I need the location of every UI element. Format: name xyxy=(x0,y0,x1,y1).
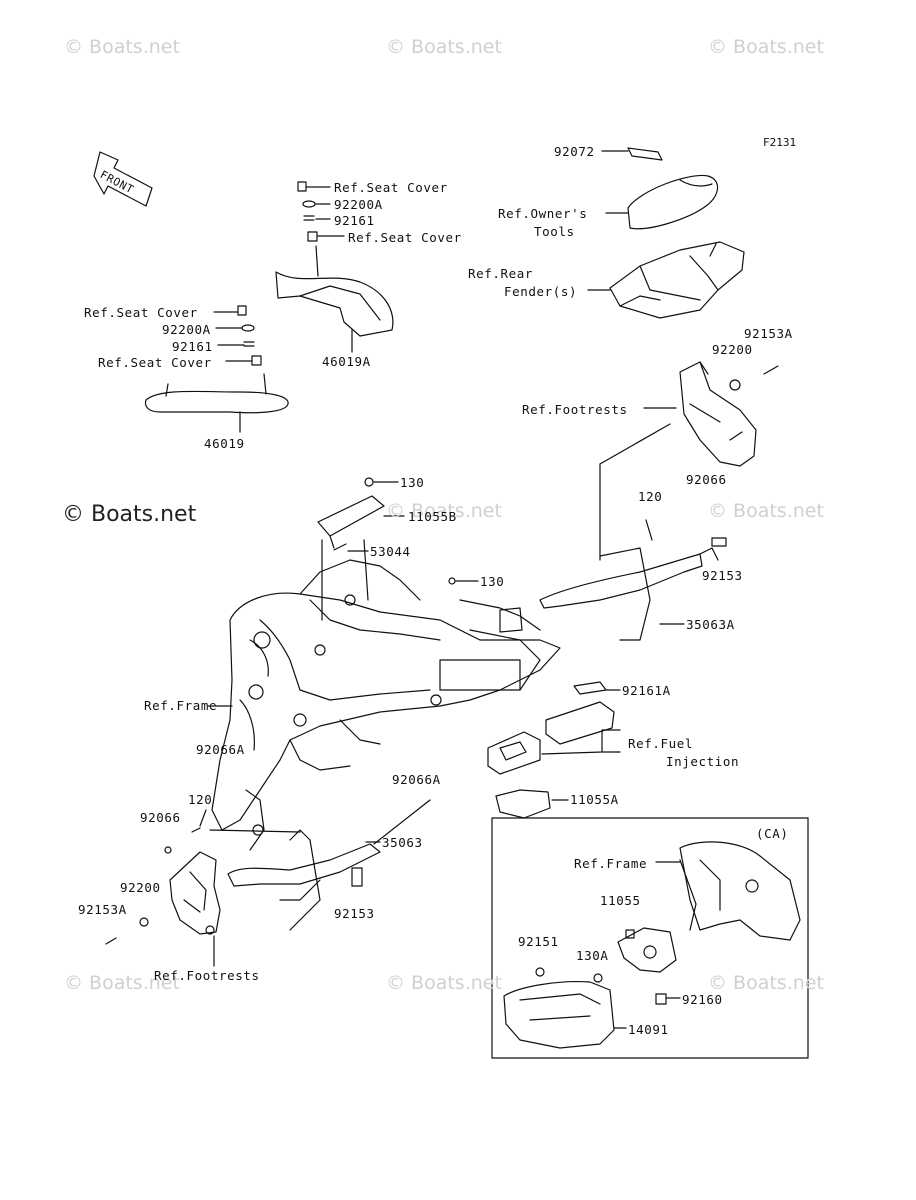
label-92200: 92200 xyxy=(120,880,161,895)
footrest-stay-35063 xyxy=(164,799,431,931)
label-92066A: 92066A xyxy=(392,772,441,787)
label-ref-seat-cover: Ref.Seat Cover xyxy=(98,355,212,370)
label-92066A: 92066A xyxy=(196,742,245,757)
ca-inset-parts xyxy=(503,841,801,1049)
label-ref-fuel-injection: Ref.Fuel xyxy=(628,736,694,751)
label-ca: (CA) xyxy=(756,826,789,841)
label-ref-footrests: Ref.Footrests xyxy=(154,968,260,983)
watermark: © Boats.net xyxy=(708,500,824,522)
label-92161: 92161 xyxy=(334,213,375,228)
label-130A: 130A xyxy=(576,948,609,963)
label-92200: 92200 xyxy=(712,342,753,357)
watermark: © Boats.net xyxy=(708,972,824,994)
label-120: 120 xyxy=(638,489,663,504)
footrest-bracket-left xyxy=(105,851,221,967)
watermark: © Boats.net xyxy=(386,36,502,58)
diagram-code: F2131 xyxy=(763,136,797,149)
label-ref-footrests: Ref.Footrests xyxy=(522,402,628,417)
grab-rail-46019 xyxy=(144,305,289,433)
label-92153A: 92153A xyxy=(78,902,127,917)
label-92072: 92072 xyxy=(554,144,595,159)
label-ref-seat-cover: Ref.Seat Cover xyxy=(84,305,198,320)
label-ref-rear-fender: Fender(s) xyxy=(504,284,578,299)
label-ref-frame: Ref.Frame xyxy=(574,856,648,871)
label-130: 130 xyxy=(400,475,425,490)
footrest-stay-35063A xyxy=(539,519,727,641)
label-46019: 46019 xyxy=(204,436,245,451)
label-14091: 14091 xyxy=(628,1022,669,1037)
label-92160: 92160 xyxy=(682,992,723,1007)
label-ref-owners-tools: Ref.Owner's xyxy=(498,206,588,221)
watermark: © Boats.net xyxy=(708,36,824,58)
rear-fender-part xyxy=(587,241,745,319)
label-92066: 92066 xyxy=(140,810,181,825)
label-92153A: 92153A xyxy=(744,326,793,341)
ca-inset-box xyxy=(491,817,809,1059)
label-ref-seat-cover: Ref.Seat Cover xyxy=(348,230,462,245)
label-35063: 35063 xyxy=(382,835,423,850)
grab-rail-46019A xyxy=(275,181,394,353)
label-11055: 11055 xyxy=(600,893,641,908)
label-ref-rear-fender: Ref.Rear xyxy=(468,266,534,281)
watermark: © Boats.net xyxy=(386,500,502,522)
label-120: 120 xyxy=(188,792,213,807)
label-ref-fuel-injection: Injection xyxy=(666,754,740,769)
watermark-main: © Boats.net xyxy=(62,502,197,527)
bracket-11055B xyxy=(317,477,479,621)
label-92066: 92066 xyxy=(686,472,727,487)
footrest-bracket-right xyxy=(599,361,779,561)
label-92161: 92161 xyxy=(172,339,213,354)
watermark: © Boats.net xyxy=(386,972,502,994)
label-46019A: 46019A xyxy=(322,354,371,369)
label-35063A: 35063A xyxy=(686,617,735,632)
label-ref-frame: Ref.Frame xyxy=(144,698,218,713)
label-ref-seat-cover: Ref.Seat Cover xyxy=(334,180,448,195)
watermark: © Boats.net xyxy=(64,36,180,58)
label-130: 130 xyxy=(480,574,505,589)
label-92161A: 92161A xyxy=(622,683,671,698)
frame-part xyxy=(207,559,561,851)
label-ref-owners-tools: Tools xyxy=(534,224,575,239)
front-arrow-icon xyxy=(93,151,153,207)
label-92153: 92153 xyxy=(334,906,375,921)
label-11055A: 11055A xyxy=(570,792,619,807)
label-92151: 92151 xyxy=(518,934,559,949)
label-53044: 53044 xyxy=(370,544,411,559)
label-92153: 92153 xyxy=(702,568,743,583)
label-11055B: 11055B xyxy=(408,509,457,524)
label-92200A: 92200A xyxy=(162,322,211,337)
fuel-injection-parts xyxy=(487,681,621,819)
label-92200A: 92200A xyxy=(334,197,383,212)
watermark: © Boats.net xyxy=(64,972,180,994)
owners-tools-part xyxy=(601,147,719,230)
